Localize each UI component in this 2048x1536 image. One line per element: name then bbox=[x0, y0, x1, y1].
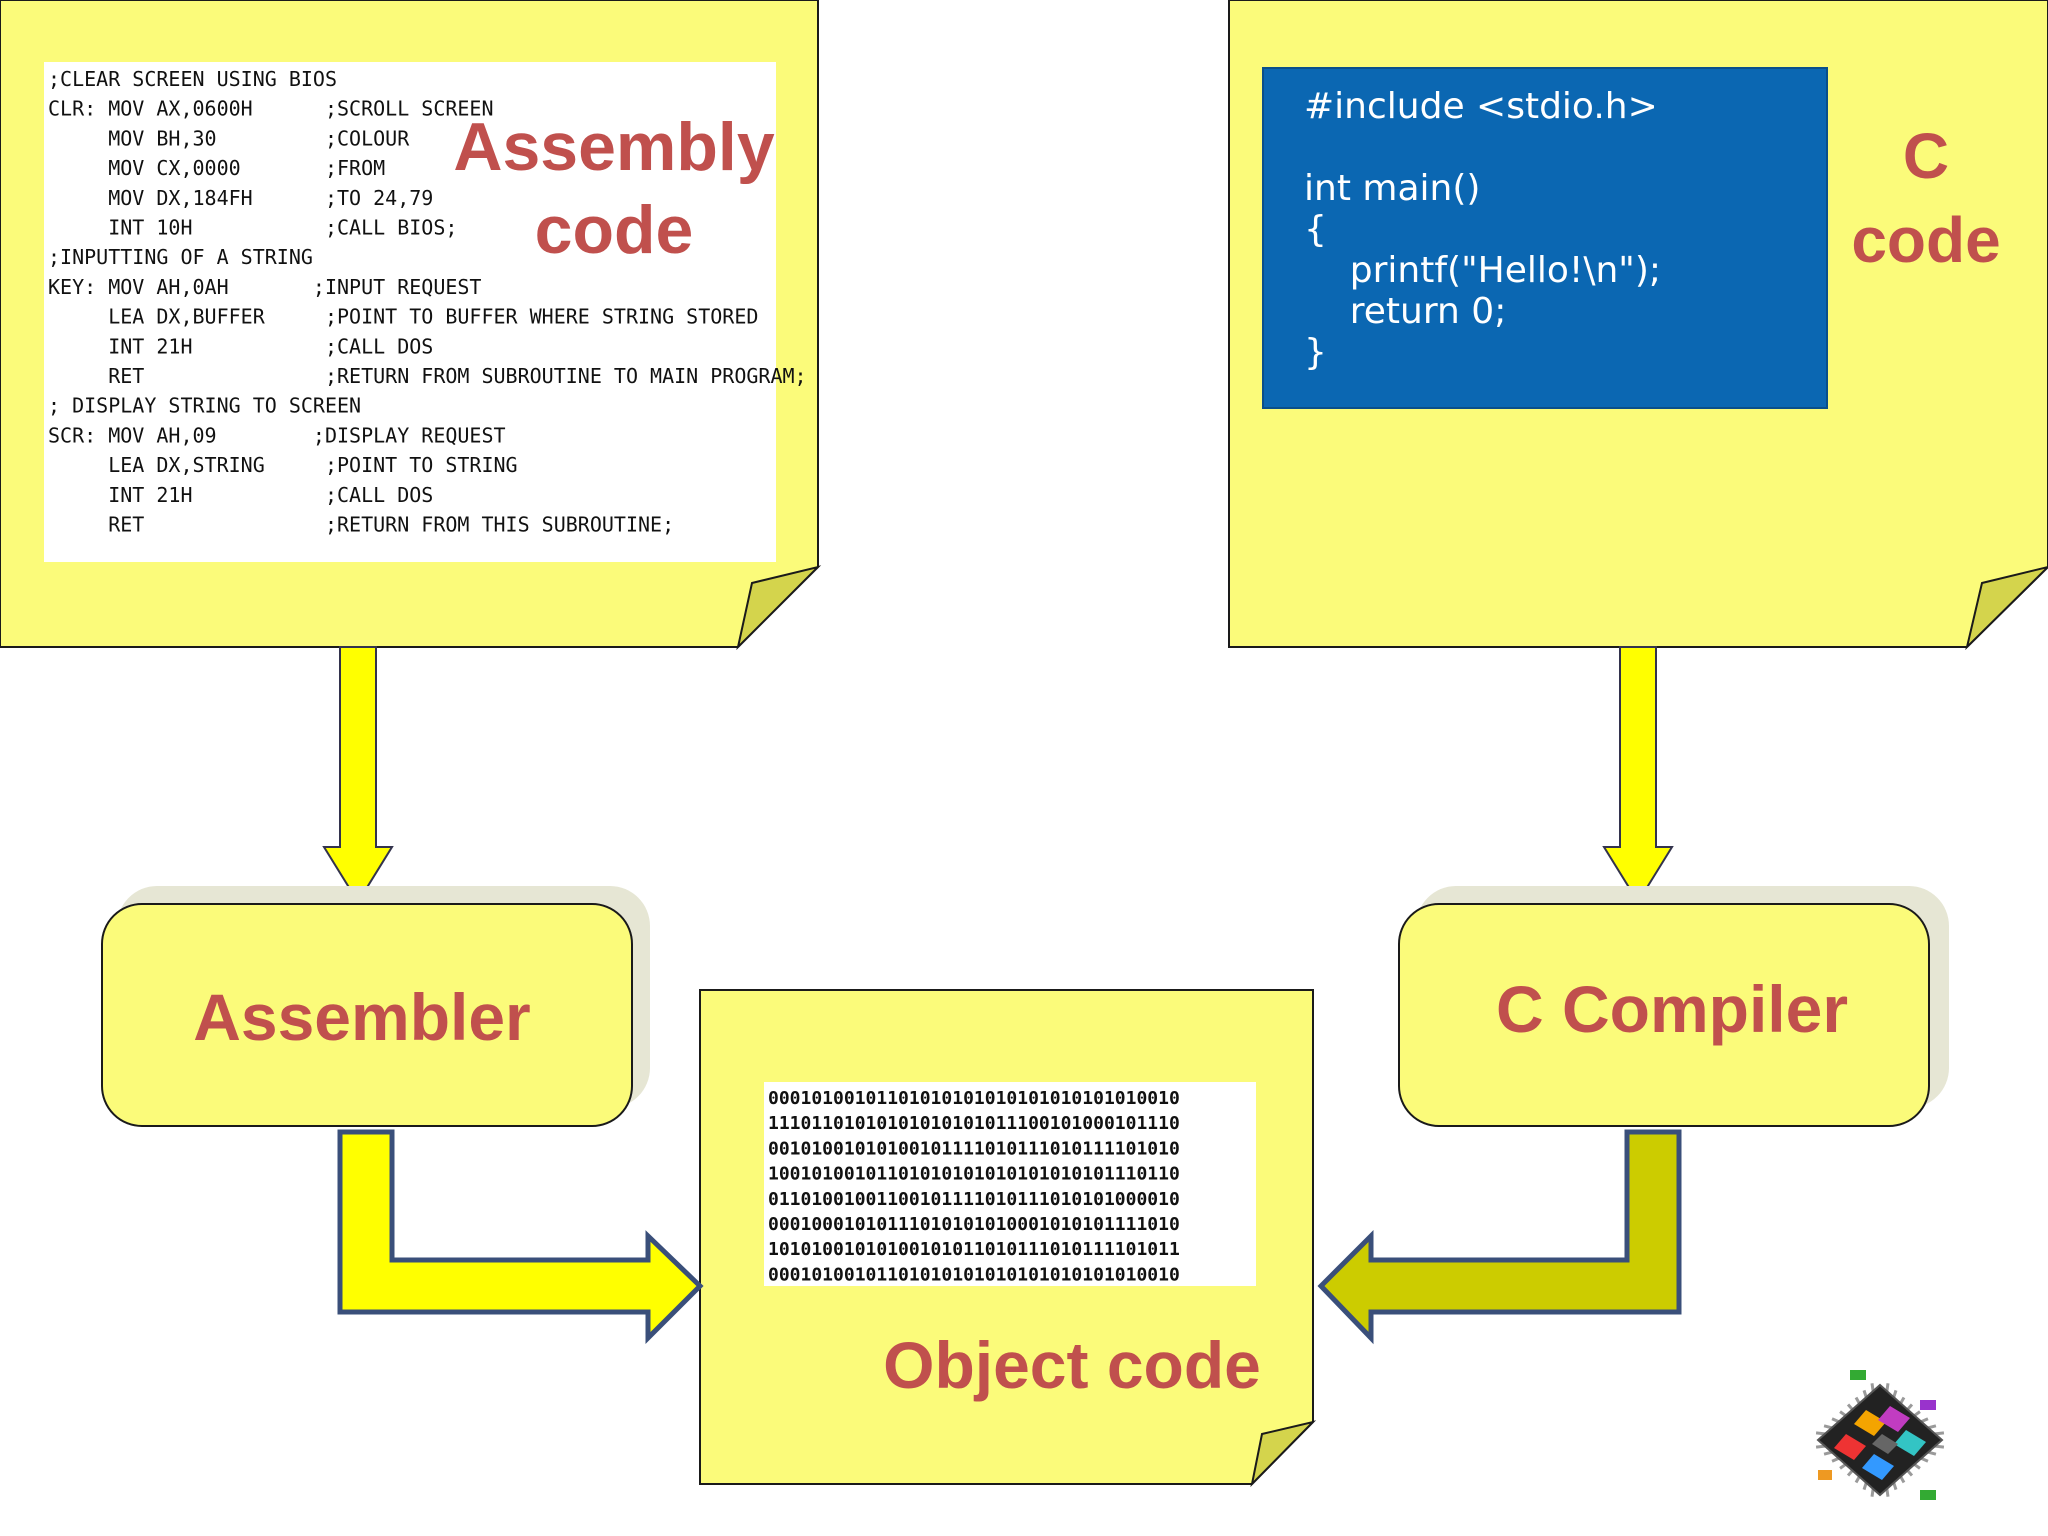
assembly-code-line: CLR: MOV AX,0600H ;SCROLL SCREEN bbox=[48, 97, 494, 121]
assembly-code-line: MOV BH,30 ;COLOUR bbox=[48, 126, 410, 150]
c-code-line: #include <stdio.h> bbox=[1304, 86, 1658, 127]
binary-line: 10010100101101010101010101010101110110 bbox=[768, 1164, 1180, 1185]
c-code-line: return 0; bbox=[1304, 291, 1506, 332]
arrow-assembly-to-assembler bbox=[322, 646, 394, 904]
chip-pin bbox=[1846, 1469, 1854, 1477]
chip-pin bbox=[1862, 1389, 1868, 1398]
c-code-label-line1: C bbox=[1903, 120, 1949, 192]
assembly-code-line: MOV CX,0000 ;FROM bbox=[48, 156, 385, 180]
chip-pin bbox=[1920, 1417, 1929, 1424]
chip-pin bbox=[1870, 1383, 1875, 1392]
chip-pin bbox=[1815, 1431, 1826, 1436]
chip-pin bbox=[1870, 1488, 1875, 1497]
chip-pin bbox=[1892, 1389, 1898, 1398]
c-compiler-label: C Compiler bbox=[1496, 972, 1848, 1046]
assembly-code-line: INT 21H ;CALL DOS bbox=[48, 334, 433, 358]
assembly-code-line: LEA DX,BUFFER ;POINT TO BUFFER WHERE STR… bbox=[48, 305, 758, 329]
c-code-line: { bbox=[1304, 209, 1327, 250]
binary-panel bbox=[764, 1082, 1256, 1286]
assembly-code-line: RET ;RETURN FROM SUBROUTINE TO MAIN PROG… bbox=[48, 364, 807, 388]
chip-pin bbox=[1846, 1403, 1854, 1411]
assembly-code-line: MOV DX,184FH ;TO 24,79 bbox=[48, 186, 433, 210]
chip-pin bbox=[1913, 1410, 1921, 1417]
chip-pin bbox=[1854, 1396, 1861, 1405]
binary-line: 11101101010101010101011100101000101110 bbox=[768, 1113, 1180, 1134]
chip-pin bbox=[1823, 1450, 1833, 1456]
chip-pin bbox=[1831, 1456, 1840, 1463]
assembler-box: Assembler bbox=[101, 886, 650, 1127]
assembly-code-label-line2: code bbox=[535, 192, 694, 268]
chip-pin bbox=[1934, 1431, 1945, 1436]
assembly-code-note: ;CLEAR SCREEN USING BIOS CLR: MOV AX,0600… bbox=[0, 0, 822, 651]
assembly-code-listing: ;CLEAR SCREEN USING BIOS CLR: MOV AX,0600… bbox=[48, 67, 807, 537]
chip-pin bbox=[1823, 1424, 1833, 1430]
assembler-label: Assembler bbox=[193, 980, 531, 1054]
assembly-code-panel bbox=[44, 62, 776, 562]
arrow-assembler-to-object bbox=[337, 1129, 704, 1345]
chip-pin bbox=[1854, 1475, 1861, 1484]
chip-pin bbox=[1920, 1456, 1929, 1463]
binary-line: 00010001010111010101010001010101111010 bbox=[768, 1214, 1180, 1235]
assembly-code-line: INT 21H ;CALL DOS bbox=[48, 483, 433, 507]
chip-pin bbox=[1934, 1444, 1945, 1449]
chip-pin bbox=[1885, 1383, 1890, 1392]
chip-pin bbox=[1899, 1396, 1906, 1405]
object-code-note: 00010100101101010101010101010101010010 11… bbox=[699, 989, 1317, 1488]
c-code-note: #include <stdio.h> int main(){ printf("He… bbox=[1228, 0, 2048, 651]
binary-line: 10101001010100101011010111010111101011 bbox=[768, 1239, 1180, 1260]
object-code-label: Object code bbox=[883, 1328, 1261, 1402]
c-code-listing: #include <stdio.h> int main(){ printf("He… bbox=[1304, 86, 1661, 373]
binary-line: 00101001010100101111010111010111101010 bbox=[768, 1138, 1180, 1159]
assembly-code-line: INT 10H ;CALL BIOS; bbox=[48, 216, 457, 240]
c-code-line: printf("Hello!\n"); bbox=[1304, 250, 1661, 291]
chip-pin bbox=[1906, 1403, 1914, 1411]
assembly-code-label-line1: Assembly bbox=[453, 109, 774, 185]
chip-pin bbox=[1885, 1488, 1890, 1497]
assembly-code-line: SCR: MOV AH,09 ;DISPLAY REQUEST bbox=[48, 423, 506, 447]
binary-line: 00010100101101010101010101010101010010 bbox=[768, 1264, 1180, 1285]
binary-line: 00010100101101010101010101010101010010 bbox=[768, 1088, 1180, 1109]
object-code-binary: 00010100101101010101010101010101010010 11… bbox=[768, 1088, 1180, 1285]
chip-pin bbox=[1862, 1482, 1868, 1491]
chip-pin bbox=[1839, 1410, 1847, 1417]
assembly-code-line: KEY: MOV AH,0AH ;INPUT REQUEST bbox=[48, 275, 481, 299]
binary-line: 01101001001100101111010111010101000010 bbox=[768, 1189, 1180, 1210]
assembly-code-line: ;CLEAR SCREEN USING BIOS bbox=[48, 67, 337, 91]
assembly-code-line: RET ;RETURN FROM THIS SUBROUTINE; bbox=[48, 513, 674, 537]
chip-pin bbox=[1927, 1450, 1937, 1456]
microchip-icon bbox=[1815, 1370, 1945, 1500]
assembly-code-line: LEA DX,STRING ;POINT TO STRING bbox=[48, 453, 518, 477]
c-compiler-box: C Compiler bbox=[1398, 886, 1949, 1127]
c-code-panel bbox=[1262, 67, 1828, 409]
chip-pin bbox=[1892, 1482, 1898, 1491]
chip-pin bbox=[1913, 1463, 1921, 1470]
c-code-label-line2: code bbox=[1851, 204, 2000, 276]
assembly-code-line: ; DISPLAY STRING TO SCREEN bbox=[48, 394, 361, 418]
chip-pin bbox=[1831, 1417, 1840, 1424]
chip-pin bbox=[1899, 1475, 1906, 1484]
arrow-compiler-to-object bbox=[1317, 1129, 1682, 1345]
c-code-line: } bbox=[1304, 332, 1327, 373]
chip-pin bbox=[1815, 1444, 1826, 1449]
arrow-c-to-compiler bbox=[1602, 646, 1674, 904]
chip-pin bbox=[1927, 1424, 1937, 1430]
assembly-code-line: ;INPUTTING OF A STRING bbox=[48, 245, 313, 269]
c-code-line: int main() bbox=[1304, 168, 1480, 209]
chip-pin bbox=[1839, 1463, 1847, 1470]
chip-pin bbox=[1906, 1469, 1914, 1477]
